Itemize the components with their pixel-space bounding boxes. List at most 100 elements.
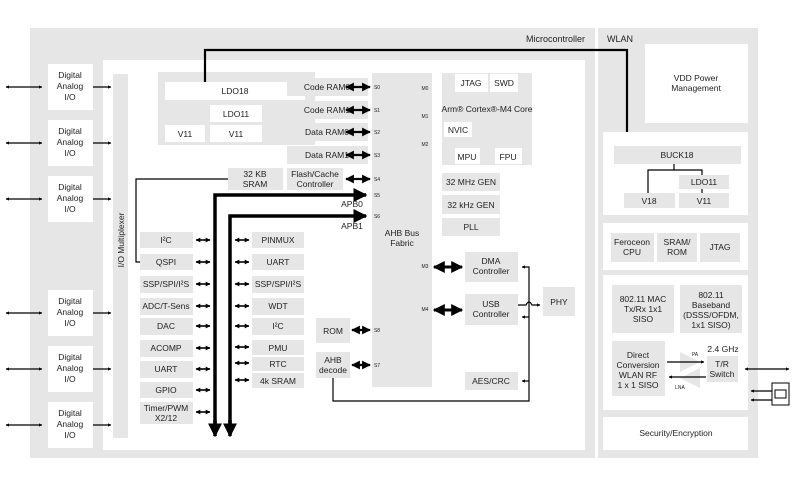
svg-text:PHY: PHY <box>550 297 568 307</box>
svg-text:LDO11: LDO11 <box>223 109 250 119</box>
svg-text:I/O: I/O <box>64 430 76 440</box>
svg-text:BUCK18: BUCK18 <box>660 150 693 160</box>
svg-text:M4: M4 <box>422 307 429 313</box>
ahb-bus-fabric <box>372 73 432 387</box>
svg-text:Digital: Digital <box>58 126 82 136</box>
svg-text:(DSSS/OFDM,: (DSSS/OFDM, <box>683 310 739 320</box>
svg-text:M0: M0 <box>422 86 429 92</box>
svg-text:LNA: LNA <box>675 385 685 391</box>
svg-text:Security/Encryption: Security/Encryption <box>639 428 712 438</box>
svg-text:Timer/PWM: Timer/PWM <box>144 403 189 413</box>
ahb-label: Fabric <box>390 238 414 248</box>
svg-text:decode: decode <box>319 365 347 375</box>
svg-text:4k SRAM: 4k SRAM <box>260 376 296 386</box>
svg-text:DMA: DMA <box>482 256 501 266</box>
svg-text:Flash/Cache: Flash/Cache <box>291 169 339 179</box>
svg-text:32 KB: 32 KB <box>243 169 266 179</box>
ahb-label: AHB Bus <box>385 228 420 238</box>
svg-text:I²C: I²C <box>160 235 171 245</box>
svg-text:I/O: I/O <box>64 148 76 158</box>
mcu-label: Microcontroller <box>526 34 585 44</box>
svg-text:S8: S8 <box>374 328 380 334</box>
svg-text:S6: S6 <box>374 214 380 220</box>
svg-text:M2: M2 <box>422 142 429 148</box>
svg-text:Switch: Switch <box>709 369 734 379</box>
svg-text:GPIO: GPIO <box>155 385 177 395</box>
svg-text:I/O: I/O <box>64 318 76 328</box>
svg-text:Digital: Digital <box>58 70 82 80</box>
apb1-label: APB1 <box>341 221 363 231</box>
svg-text:802.11 MAC: 802.11 MAC <box>620 294 667 304</box>
svg-text:SSP/SPI/I²S: SSP/SPI/I²S <box>255 279 302 289</box>
svg-text:M3: M3 <box>422 264 429 270</box>
svg-text:PMU: PMU <box>269 343 288 353</box>
apb-buses <box>208 188 368 438</box>
svg-text:X2/12: X2/12 <box>155 413 177 423</box>
svg-text:S7: S7 <box>374 363 380 369</box>
svg-text:Controller: Controller <box>473 309 510 319</box>
svg-text:Digital: Digital <box>58 408 82 418</box>
svg-text:S5: S5 <box>374 193 380 199</box>
svg-text:LDO11: LDO11 <box>691 177 718 187</box>
svg-text:Analog: Analog <box>57 363 84 373</box>
io-arrows <box>5 85 112 427</box>
svg-text:Analog: Analog <box>57 193 84 203</box>
svg-text:Digital: Digital <box>58 296 82 306</box>
svg-text:WDT: WDT <box>268 301 287 311</box>
svg-text:M1: M1 <box>422 114 429 120</box>
svg-text:Controller: Controller <box>297 179 334 189</box>
svg-text:Analog: Analog <box>57 307 84 317</box>
svg-text:Arm® Cortex®-M4 Core: Arm® Cortex®-M4 Core <box>442 104 533 114</box>
svg-text:Code RAM0: Code RAM0 <box>304 82 351 92</box>
svg-text:SISO: SISO <box>633 314 654 324</box>
svg-text:I/O: I/O <box>64 204 76 214</box>
left-peripherals: I²C QSPI SSP/SPI/I²S ADC/T-Sens DAC ACOM… <box>140 232 193 424</box>
svg-text:Feroceon: Feroceon <box>614 237 650 247</box>
svg-text:S0: S0 <box>374 85 380 91</box>
svg-text:I/O: I/O <box>64 374 76 384</box>
svg-text:T/R: T/R <box>715 359 729 369</box>
power-line <box>203 48 629 146</box>
svg-text:WLAN RF: WLAN RF <box>619 370 657 380</box>
svg-text:ROM: ROM <box>323 326 343 336</box>
memory-blocks: Code RAM0 Code RAM1 Data RAM0 Data RAM1 … <box>228 78 368 190</box>
svg-text:JTAG: JTAG <box>460 78 481 88</box>
svg-text:SWD: SWD <box>494 78 514 88</box>
svg-text:DAC: DAC <box>157 321 175 331</box>
io-multiplexer-label: I/O Multiplexer <box>116 212 126 267</box>
svg-text:I/O: I/O <box>64 92 76 102</box>
arm-core: JTAG SWD Arm® Cortex®-M4 Core NVIC MPU F… <box>442 73 533 165</box>
svg-text:2.4 GHz: 2.4 GHz <box>707 344 738 354</box>
port-labels: S0 S1 S2 S3 S4 S5 S6 S7 S8 M0 M1 M2 M3 M… <box>374 85 429 369</box>
svg-text:SRAM: SRAM <box>243 179 268 189</box>
svg-text:AES/CRC: AES/CRC <box>472 376 510 386</box>
svg-text:UART: UART <box>267 257 290 267</box>
svg-text:Direct: Direct <box>627 350 650 360</box>
svg-text:VDD Power: VDD Power <box>674 73 719 83</box>
svg-text:PLL: PLL <box>463 222 478 232</box>
svg-text:CPU: CPU <box>623 247 641 257</box>
svg-text:Digital: Digital <box>58 182 82 192</box>
svg-text:Analog: Analog <box>57 419 84 429</box>
svg-text:JTAG: JTAG <box>709 242 730 252</box>
svg-text:Controller: Controller <box>473 266 510 276</box>
apb0-label: APB0 <box>341 199 363 209</box>
svg-text:Analog: Analog <box>57 81 84 91</box>
svg-text:S2: S2 <box>374 130 380 136</box>
svg-text:Code RAM1: Code RAM1 <box>304 105 351 115</box>
svg-text:ROM: ROM <box>667 247 687 257</box>
svg-text:Tx/Rx 1x1: Tx/Rx 1x1 <box>624 304 663 314</box>
svg-text:Baseband: Baseband <box>692 300 731 310</box>
svg-text:ACOMP: ACOMP <box>150 343 182 353</box>
svg-text:FPU: FPU <box>500 152 517 162</box>
peripheral-arrows <box>195 237 250 415</box>
svg-text:S3: S3 <box>374 153 380 159</box>
svg-text:NVIC: NVIC <box>448 125 468 135</box>
